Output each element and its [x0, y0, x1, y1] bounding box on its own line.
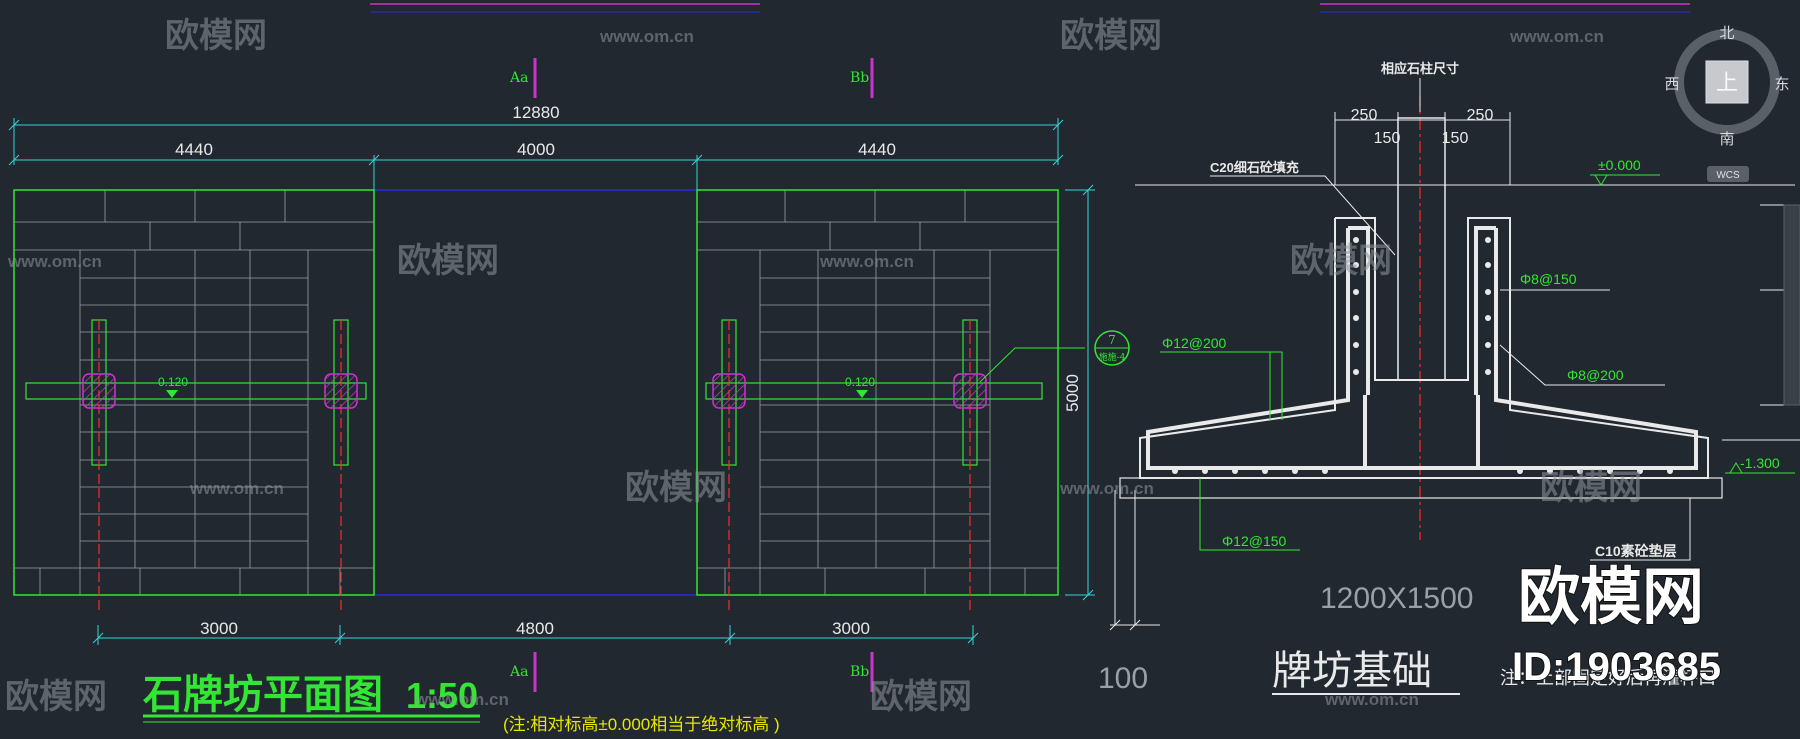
wcs-button[interactable]: [1707, 166, 1749, 182]
watermark-brand-1: 欧模网: [165, 17, 267, 55]
elevation-top: ±0.000: [1598, 157, 1641, 173]
viewcube-west[interactable]: 西: [1664, 76, 1679, 93]
section-b-top: Bb: [850, 70, 869, 86]
footing-outline[interactable]: [1139, 217, 1709, 479]
viewcube-east[interactable]: 东: [1774, 76, 1789, 93]
rebar-phi12-150: Φ12@150: [1222, 533, 1287, 549]
dim-250-left: 250: [1351, 107, 1378, 124]
viewcube-top-label: 上: [1716, 70, 1738, 95]
plan-top-dimensions: [8, 118, 1095, 645]
viewcube-south[interactable]: 南: [1719, 131, 1734, 148]
viewcube[interactable]: 上 北 南 东 西 WCS: [1664, 25, 1790, 182]
plan-view[interactable]: 12880 4440 4000 4440 5000 3000 4800 3000: [8, 58, 1130, 734]
dim-left: 4440: [175, 140, 213, 159]
rebar-phi8-200: Φ8@200: [1567, 367, 1624, 383]
watermark-corner-id: ID:1903685: [1512, 645, 1721, 689]
watermark-brand-8: 欧模网: [870, 678, 972, 716]
section-left-dimensions: [1109, 490, 1160, 631]
section-a-top: Aa: [509, 70, 528, 86]
viewcube-ring[interactable]: [1674, 29, 1780, 135]
dim-bottom-left: 3000: [200, 619, 238, 638]
rebar-phi8-150: Φ8@150: [1520, 271, 1577, 287]
top-edge-lines: [370, 3, 1690, 13]
watermark-brand-3: 欧模网: [397, 242, 499, 280]
column-2[interactable]: [324, 373, 358, 409]
viewcube-face[interactable]: [1705, 60, 1749, 104]
stone-column[interactable]: [1397, 117, 1446, 381]
nav-bar-strip[interactable]: [1783, 204, 1800, 406]
dim-bottom-middle: 4800: [516, 619, 554, 638]
watermarks: 欧模网 www.om.cn 欧模网 www.om.cn 欧模网 www.om.c…: [5, 17, 1642, 716]
leader-phi12-200: [1160, 351, 1283, 420]
column-size-label: 相应石柱尺寸: [1381, 61, 1459, 76]
dim-250-right: 250: [1467, 107, 1494, 124]
foundation-section[interactable]: 250 250 150 150 相应石柱尺寸 C20细石砼填充 ±0.000 -…: [1098, 61, 1795, 695]
watermark-corner-brand: 欧模网: [1518, 563, 1704, 632]
detail-sheet: 施施-4: [1099, 351, 1126, 363]
fill-label: C20细石砼填充: [1210, 160, 1299, 175]
section-b-bottom: Bb: [850, 664, 869, 680]
fill-leader: [1210, 175, 1396, 256]
leader-phi8-200: [1499, 344, 1665, 386]
rebar-cage: [1146, 226, 1698, 470]
watermark-brand-4: 欧模网: [1290, 242, 1392, 280]
footing-size: 1200X1500: [1320, 582, 1474, 615]
watermark-url-3: www.om.cn: [7, 252, 102, 271]
level-marker-left: [166, 390, 178, 398]
plan-note: (注:相对标高±0.000相当于绝对标高 ): [503, 715, 780, 734]
rebar-phi12-200: Φ12@200: [1162, 335, 1227, 351]
plan-title: 石牌坊平面图: [143, 673, 383, 717]
watermark-url-6: www.om.cn: [1059, 479, 1154, 498]
watermark-brand-2: 欧模网: [1060, 17, 1162, 55]
section-markers: [533, 58, 874, 692]
section-note: 注：上部固定好后再灌杯口: [1500, 668, 1716, 688]
watermark-url-7: www.om.cn: [414, 690, 509, 709]
watermark-brand-6: 欧模网: [1540, 469, 1642, 507]
rebar-dots: [1172, 237, 1673, 474]
left-pavement[interactable]: 0.120: [13, 189, 375, 610]
navigation-bar[interactable]: [1783, 204, 1800, 406]
dim-100: 100: [1098, 662, 1148, 695]
section-a-bottom: Aa: [509, 664, 528, 680]
column-1[interactable]: [82, 373, 116, 409]
level-left: 0.120: [158, 375, 188, 389]
wcs-label: WCS: [1716, 170, 1740, 181]
cushion-label: C10素砼垫层: [1595, 543, 1677, 559]
level-marker-right: [856, 390, 868, 398]
elevation-top-marker: [1594, 174, 1608, 186]
dim-150-left: 150: [1374, 130, 1401, 147]
dim-right: 4440: [858, 140, 896, 159]
leader-cushion: [1590, 498, 1691, 561]
plan-scale: 1:50: [406, 675, 478, 716]
cushion-layer[interactable]: [1119, 477, 1723, 499]
column-3[interactable]: [712, 373, 746, 409]
watermark-url-1: www.om.cn: [599, 27, 694, 46]
watermark-brand-5: 欧模网: [625, 469, 727, 507]
dim-150-right: 150: [1442, 130, 1469, 147]
dim-height: 5000: [1063, 374, 1082, 412]
leader-phi12-150: [1199, 478, 1300, 551]
detail-callout[interactable]: 7 施施-4: [979, 330, 1130, 383]
level-right: 0.120: [845, 375, 875, 389]
watermark-url-2: www.om.cn: [1509, 27, 1604, 46]
watermark-url-8: www.om.cn: [1324, 690, 1419, 709]
dim-bottom-right: 3000: [832, 619, 870, 638]
column-4[interactable]: [953, 373, 987, 409]
watermark-url-4: www.om.cn: [819, 252, 914, 271]
elevation-bottom-marker: [1729, 462, 1743, 474]
dim-overall: 12880: [512, 103, 559, 122]
watermark-brand-7: 欧模网: [5, 678, 107, 716]
watermark-url-5: www.om.cn: [189, 479, 284, 498]
viewcube-north[interactable]: 北: [1719, 25, 1734, 42]
section-title: 牌坊基础: [1272, 649, 1432, 693]
watermark-corner: 欧模网 ID:1903685: [1511, 562, 1722, 690]
right-pavement[interactable]: 0.120: [696, 189, 1059, 610]
elevation-bottom: -1.300: [1740, 455, 1780, 471]
dim-middle: 4000: [517, 140, 555, 159]
detail-number: 7: [1108, 333, 1116, 347]
